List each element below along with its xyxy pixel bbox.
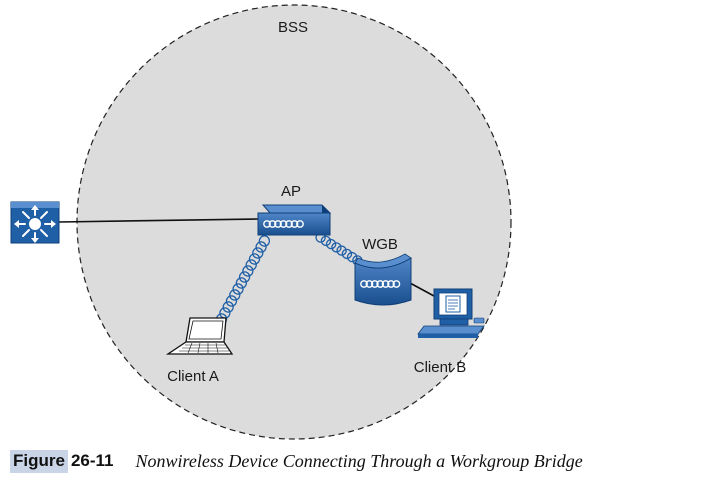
figure-word: Figure <box>10 449 68 473</box>
workgroup-bridge-icon <box>354 253 412 306</box>
figure-number: 26-11 <box>70 451 114 470</box>
wireless-coil-loop <box>248 253 261 265</box>
wireless-coil-loop <box>331 242 342 253</box>
client-b-label: Client B <box>414 359 467 376</box>
client-a-label: Client A <box>167 368 219 385</box>
wireless-coil-loop <box>320 235 332 247</box>
wireless-coil-loop <box>235 277 248 289</box>
wireless-coil-loop <box>258 235 271 247</box>
desktop-computer-icon <box>417 288 485 338</box>
figure-title: Nonwireless Device Connecting Through a … <box>135 450 583 471</box>
switch-icon <box>10 201 60 244</box>
wireless-coil-loop <box>232 283 244 295</box>
ap-label: AP <box>281 183 301 200</box>
antenna-loop <box>274 220 282 228</box>
antenna-loop <box>381 280 390 288</box>
antenna-loop <box>285 220 293 228</box>
bss-label: BSS <box>278 19 308 36</box>
wireless-coil-loop <box>346 251 358 263</box>
wired-link-wgb-client-b <box>409 282 435 297</box>
wireless-coil-loop <box>242 265 254 277</box>
wired-link <box>58 218 259 223</box>
wireless-coil-loop <box>245 259 257 271</box>
wireless-coil-loop <box>222 301 234 313</box>
antenna-loop <box>268 220 277 228</box>
wireless-coil-loop <box>225 295 238 307</box>
antenna-loop <box>296 220 304 228</box>
access-point-icon <box>257 204 332 236</box>
laptop-icon <box>165 317 234 355</box>
antenna-loop <box>392 280 401 288</box>
wireless-coil-loop <box>238 271 251 283</box>
wireless-coil-loop <box>325 238 337 250</box>
antenna-loop <box>365 280 374 288</box>
antenna-loop <box>360 280 368 288</box>
antenna-loop <box>263 220 271 228</box>
wireless-coil-loop <box>255 241 267 253</box>
figure-caption: Figure 26-11 Nonwireless Device Connecti… <box>10 449 583 473</box>
wireless-coil-loop <box>336 245 347 256</box>
wireless-coil-loop <box>229 289 241 301</box>
antenna-loop <box>376 280 385 288</box>
antenna-loop <box>387 280 395 288</box>
wgb-label: WGB <box>362 236 398 253</box>
antenna-loop <box>370 280 379 288</box>
wireless-coil-loop <box>341 248 353 260</box>
antenna-loop <box>290 220 299 228</box>
wireless-coil-loop <box>252 247 264 259</box>
antenna-loop <box>279 220 288 228</box>
